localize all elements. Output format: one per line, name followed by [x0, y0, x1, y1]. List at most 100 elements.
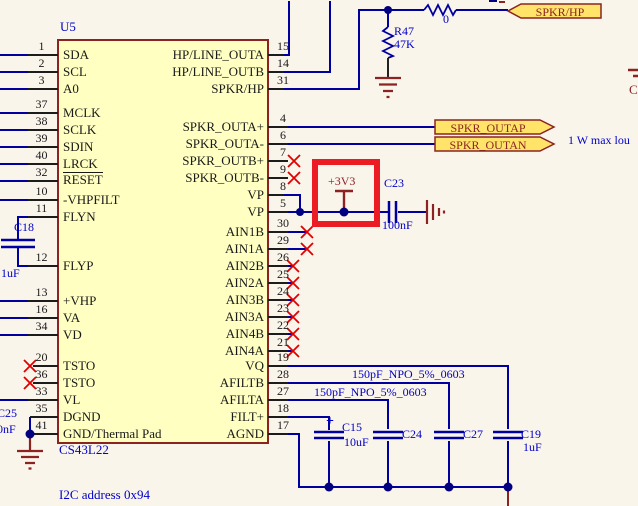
loudspeaker-note: 1 W max lou — [568, 133, 630, 147]
c27-designator: C27 — [463, 427, 484, 441]
wire-cap-bottom-leads[interactable] — [328, 441, 509, 487]
pin-number: 8 — [280, 179, 286, 193]
power-3v3-label[interactable]: +3V3 — [328, 174, 356, 188]
c15-value: 10uF — [344, 435, 369, 449]
pin-number: 17 — [277, 418, 289, 432]
pin-number: 14 — [277, 56, 289, 70]
capacitor-c23[interactable] — [387, 201, 398, 223]
pin-name: FILT+ — [230, 409, 264, 424]
pin-name: VQ — [245, 358, 264, 373]
pin-number: 29 — [277, 233, 289, 247]
pin-number: 27 — [277, 384, 289, 398]
pin-number: 21 — [277, 335, 289, 349]
c25-value-clipped: 0nF — [0, 422, 16, 436]
pin-number: 24 — [277, 284, 289, 298]
ground-dgnd[interactable] — [17, 438, 43, 470]
pin-number: 12 — [35, 250, 48, 264]
pin-number: 2 — [38, 56, 45, 70]
resistor-r0-zigzag[interactable] — [423, 2, 457, 18]
cap-spec-note-1: 150pF_NPO_5%_0603 — [352, 367, 465, 381]
capacitor-c27[interactable] — [434, 430, 464, 440]
wire-hp-outputs-up[interactable] — [283, 1, 508, 90]
pin-number: 41 — [35, 418, 48, 432]
pin-name: VD — [63, 327, 82, 342]
c18-designator: C18 — [14, 220, 35, 234]
wire-agnd-rail[interactable] — [288, 433, 508, 488]
capacitor-c18[interactable] — [1, 238, 35, 249]
junction-dots — [25, 6, 513, 492]
pin-name: HP/LINE_OUTB — [172, 64, 264, 79]
pin-name: VP — [247, 187, 264, 202]
c18-value: 1uF — [1, 266, 20, 280]
capacitor-c19[interactable] — [493, 430, 523, 440]
pin-name: FLYP — [63, 258, 94, 273]
c23-value: 100nF — [382, 218, 413, 232]
pin-number: 20 — [35, 350, 48, 364]
pin-number: 31 — [277, 73, 289, 87]
pin-number: 5 — [280, 196, 286, 210]
pin-name: TSTO — [63, 375, 96, 390]
power-3v3-symbol[interactable] — [335, 189, 353, 209]
pin-number: 36 — [35, 367, 48, 381]
ground-edge-partial — [628, 68, 638, 78]
pin-name: DGND — [63, 409, 101, 424]
pin-name: SPKR_OUTB- — [185, 170, 264, 185]
pin-number: 15 — [277, 39, 289, 53]
wire-left-bus[interactable] — [0, 54, 28, 401]
wire-spkr-out[interactable] — [288, 126, 436, 145]
pin-name: AIN3B — [225, 292, 264, 307]
pin-name: AIN2A — [225, 275, 264, 290]
pin-name: AIN2B — [225, 258, 264, 273]
wires[interactable] — [0, 1, 509, 488]
port-spkr-outap-label: SPKR_OUTAP — [450, 121, 526, 135]
pin-name: SDIN — [63, 139, 94, 154]
pin-name: AIN1B — [225, 224, 264, 239]
port-spkr-outan-label: SPKR_OUTAN — [449, 138, 527, 152]
pin-number: 4 — [280, 111, 286, 125]
pin-name: AIN4B — [225, 326, 264, 341]
pin-name: AFILTA — [220, 392, 264, 407]
pin-number: 39 — [35, 131, 48, 145]
port-spkr-outap[interactable] — [434, 119, 556, 135]
pin-number: 32 — [35, 165, 48, 179]
r47-designator: R47 — [394, 24, 415, 38]
port-spkr-outan[interactable] — [434, 136, 556, 152]
pin-number: 40 — [35, 148, 48, 162]
pin-name: A0 — [63, 81, 79, 96]
ic-designator: U5 — [60, 19, 76, 34]
port-spkr-hp[interactable] — [506, 3, 602, 19]
pin-name: AIN4A — [225, 343, 264, 358]
pin-stubs — [28, 54, 288, 435]
pin-name: AIN1A — [225, 241, 264, 256]
pin-number: 7 — [280, 145, 286, 159]
capacitor-c24[interactable] — [373, 430, 403, 440]
no-connect-marks — [23, 154, 314, 390]
wire-filter-caps[interactable] — [288, 365, 509, 430]
pin-number: 13 — [35, 285, 48, 299]
c24-designator: C24 — [402, 427, 423, 441]
wire-vp-rail[interactable] — [283, 194, 426, 213]
pin-number: 34 — [35, 319, 48, 333]
c23-designator: C23 — [384, 176, 405, 190]
pin-number: 19 — [277, 350, 289, 364]
pin-number: 33 — [35, 384, 48, 398]
pin-name: VP — [247, 204, 264, 219]
pin-name: SPKR_OUTB+ — [182, 153, 264, 168]
ground-c23[interactable] — [425, 200, 446, 224]
c25-designator-clipped: C25 — [0, 406, 18, 420]
wire-ain-stubs[interactable] — [288, 231, 307, 352]
pin-number: 18 — [277, 401, 289, 415]
wire-c18-loop[interactable] — [17, 216, 28, 267]
ground-r47[interactable] — [375, 76, 401, 99]
pin-number: 9 — [280, 162, 286, 176]
pin-number: 26 — [277, 250, 289, 264]
pin-number: 25 — [277, 267, 289, 281]
resistor-r47-zigzag[interactable] — [380, 26, 396, 59]
pin-number: 23 — [277, 301, 289, 315]
ic-body-cs43l22[interactable] — [57, 39, 269, 444]
c19-designator: C19 — [521, 427, 542, 441]
capacitor-c15[interactable] — [314, 430, 344, 440]
pin-number: 16 — [35, 302, 48, 316]
r0-value: 0 — [443, 12, 449, 26]
